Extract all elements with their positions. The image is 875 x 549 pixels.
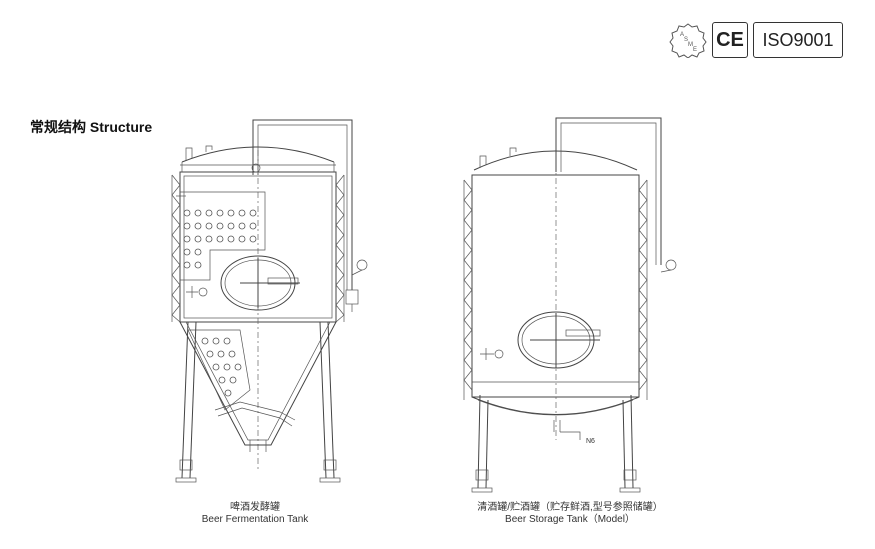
storage-cip-pipe <box>555 117 662 265</box>
asme-letter-e: E <box>693 47 697 53</box>
fermentation-tank-drawing <box>171 119 368 483</box>
label-n6: N6 <box>586 438 595 445</box>
fermenter-pressure-gauge <box>356 259 368 271</box>
storage-tank-caption-cn: 清酒罐/贮酒罐（贮存鲜酒,型号参照储罐） <box>477 502 663 513</box>
storage-body <box>471 174 640 398</box>
asme-letter-a: A <box>680 32 684 38</box>
section-title: 常规结构 Structure <box>30 117 152 137</box>
fermentation-tank-caption-cn: 啤酒发酵罐 <box>230 502 280 513</box>
storage-tank-drawing: N6 <box>463 117 677 493</box>
asme-seal-icon: A S M E <box>669 23 707 58</box>
ce-badge: CE <box>712 22 748 58</box>
asme-badge: A S M E <box>668 22 708 58</box>
fermentation-tank-caption-en: Beer Fermentation Tank <box>201 514 309 525</box>
asme-letter-s: S <box>684 37 688 43</box>
fermenter-cip-pipe <box>252 119 353 290</box>
fermentation-tank-caption: 啤酒发酵罐 Beer Fermentation Tank <box>150 502 360 526</box>
section-title-cn: 常规结构 <box>30 119 86 135</box>
asme-letter-m: M <box>688 42 693 48</box>
storage-pressure-gauge <box>665 259 677 271</box>
ce-mark: CE <box>716 28 744 51</box>
storage-tank-caption: 清酒罐/贮酒罐（贮存鲜酒,型号参照储罐） Beer Storage Tank（M… <box>420 502 720 526</box>
storage-dome <box>473 150 638 171</box>
section-title-en: Structure <box>89 119 153 135</box>
iso-badge: ISO9001 <box>753 22 843 58</box>
iso-label: ISO9001 <box>762 29 834 50</box>
storage-tank-caption-en: Beer Storage Tank（Model） <box>505 514 635 525</box>
fermenter-dimple-jacket <box>183 209 257 269</box>
